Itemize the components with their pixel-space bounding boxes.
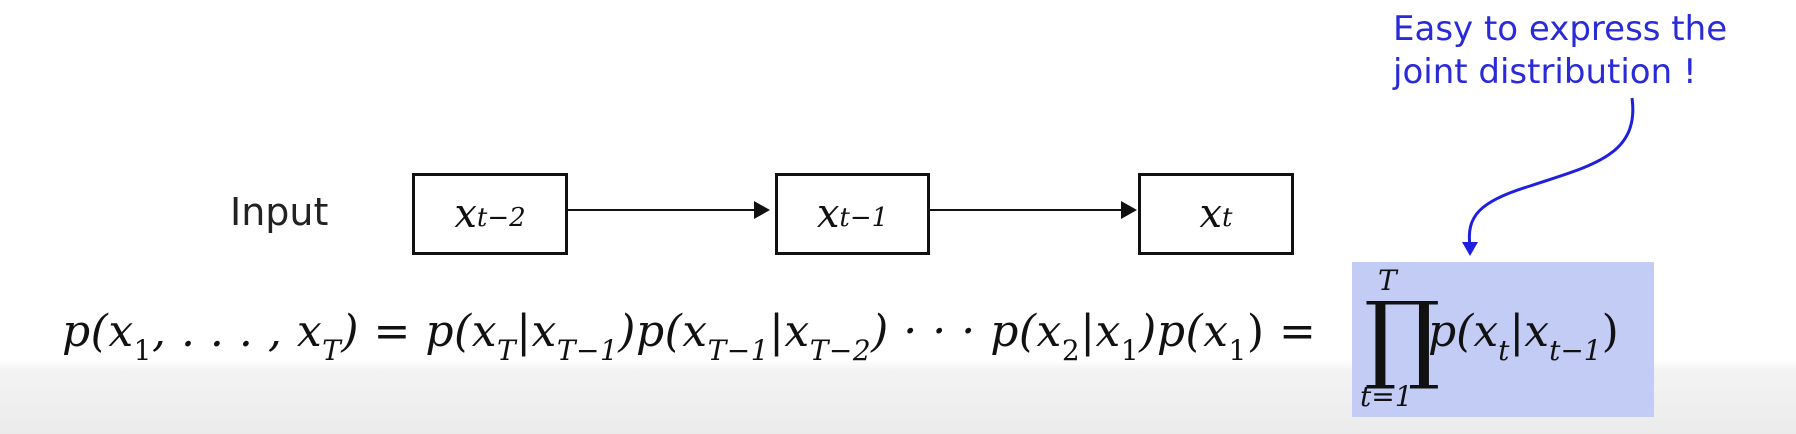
eq-part: ) · · · p(x xyxy=(871,306,1062,357)
node-sub: t−1 xyxy=(839,203,889,233)
eq-part: p(x xyxy=(1428,306,1499,357)
eq-part: |x xyxy=(516,306,557,357)
eq-sub: 2 xyxy=(1061,333,1081,367)
product-highlight xyxy=(1352,262,1654,417)
eq-sub: 1 xyxy=(1228,333,1247,367)
eq-part: |x xyxy=(1080,306,1121,357)
eq-part: )p(x xyxy=(618,306,708,357)
arrow-1 xyxy=(568,201,770,219)
annotation-note: Easy to express the joint distribution ! xyxy=(1393,8,1773,94)
eq-part: ) = xyxy=(1246,306,1317,357)
node-sub: t−2 xyxy=(476,203,526,233)
node-base: x xyxy=(816,191,840,237)
eq-part: )p(x xyxy=(1139,306,1229,357)
eq-part: ) xyxy=(1601,306,1619,357)
eq-part: t=1 xyxy=(1360,380,1413,413)
eq-part: p(x xyxy=(62,306,134,357)
eq-sub: T−2 xyxy=(809,333,872,367)
node-sub: t xyxy=(1222,203,1233,233)
curved-arrow-icon xyxy=(1462,97,1635,256)
eq-part: ) = p(x xyxy=(341,306,498,357)
node-base: x xyxy=(1199,191,1223,237)
product-lower-limit: t=1 xyxy=(1360,380,1413,413)
arrow-2 xyxy=(930,201,1137,219)
product-symbol: ∏ xyxy=(1364,281,1441,393)
eq-part: |x xyxy=(769,306,810,357)
eq-sub: T−1 xyxy=(556,333,619,367)
eq-sub: T xyxy=(497,333,517,367)
eq-part: |x xyxy=(1509,306,1550,357)
eq-sub: 1 xyxy=(133,333,152,367)
annotation-line-1: Easy to express the xyxy=(1393,9,1728,49)
annotation-line-2: joint distribution ! xyxy=(1393,52,1697,92)
joint-distribution-equation: p(x1, . . . , xT) = p(xT|xT−1)p(xT−1|xT−… xyxy=(62,306,1317,367)
input-label: Input xyxy=(230,190,329,234)
eq-sub: t xyxy=(1498,333,1510,367)
eq-sub: 1 xyxy=(1120,333,1140,367)
product-expression: T ∏ t=1 p(xt|xt−1) xyxy=(1360,262,1654,417)
eq-sub: t−1 xyxy=(1549,333,1602,367)
product-upper-limit: T xyxy=(1378,264,1397,297)
eq-part: , . . . , x xyxy=(151,306,323,357)
product-term: p(xt|xt−1) xyxy=(1428,306,1619,367)
eq-sub: T−1 xyxy=(707,333,770,367)
node-base: x xyxy=(454,191,477,237)
eq-sub: T xyxy=(322,333,342,367)
